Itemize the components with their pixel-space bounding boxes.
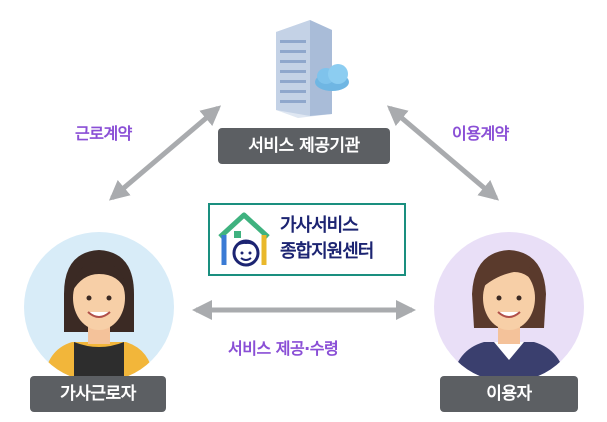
cloud-icon bbox=[315, 64, 349, 91]
worker-label: 가사근로자 bbox=[30, 376, 166, 412]
server-building-icon bbox=[276, 20, 349, 118]
labor-contract-label: 근로계약 bbox=[75, 124, 132, 143]
user-label: 이용자 bbox=[440, 376, 578, 412]
logo-line2: 종합지원센터 bbox=[280, 241, 374, 262]
center-logo: 가사서비스 종합지원센터 bbox=[208, 203, 406, 276]
worker-avatar bbox=[24, 232, 174, 382]
usage-contract-label: 이용계약 bbox=[452, 124, 509, 143]
house-logo-icon bbox=[218, 212, 270, 267]
labor-contract-arrow bbox=[108, 105, 222, 201]
usage-contract-arrow bbox=[386, 105, 500, 201]
logo-line1: 가사서비스 bbox=[280, 215, 359, 236]
service-flow-label: 서비스 제공·수령 bbox=[228, 339, 339, 358]
provider-label: 서비스 제공기관 bbox=[218, 128, 390, 164]
user-avatar bbox=[434, 232, 584, 382]
